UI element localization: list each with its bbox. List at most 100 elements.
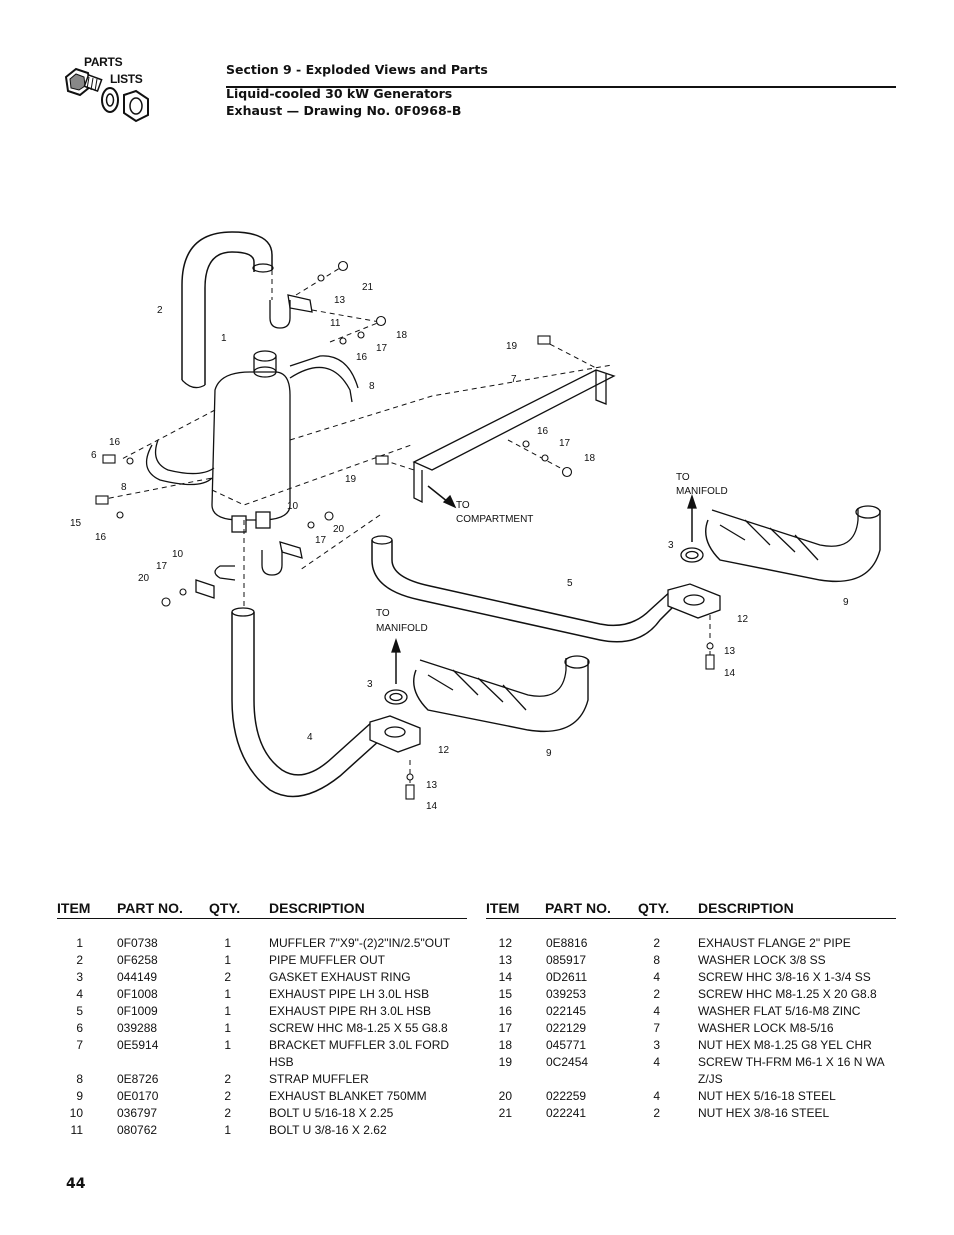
qty-cell: 2	[224, 970, 231, 984]
part-no-cell: 022259	[546, 1089, 587, 1103]
qty-cell: 4	[653, 1055, 660, 1069]
qty-cell: 2	[653, 987, 660, 1001]
callout-16-low: 16	[95, 532, 107, 543]
to-manifold-left-2: MANIFOLD	[376, 623, 428, 634]
description-cell: SCREW HHC M8-1.25 X 55 G8.8	[269, 1021, 448, 1035]
drawing-number: Exhaust — Drawing No. 0F0968-B	[226, 103, 462, 118]
table-header: ITEM PART NO. QTY. DESCRIPTION	[486, 900, 896, 919]
callout-13-left: 13	[426, 780, 438, 791]
description-cell: WASHER LOCK M8-5/16	[698, 1021, 834, 1035]
description-cell: EXHAUST BLANKET 750MM	[269, 1089, 427, 1103]
callout-17-low: 17	[315, 535, 327, 546]
item-cell: 6	[76, 1021, 83, 1035]
to-manifold-left-1: TO	[376, 608, 390, 619]
description-cell: GASKET EXHAUST RING	[269, 970, 411, 984]
callout-20-left: 20	[138, 573, 150, 584]
callout-8-left: 8	[121, 482, 127, 493]
callout-10-left: 10	[172, 549, 184, 560]
header-qty: QTY.	[638, 900, 670, 916]
header-part-no: PART NO.	[117, 900, 183, 916]
table-row: 1 0F0738 1 MUFFLER 7"X9"-(2)2"IN/2.5"OUT	[57, 935, 467, 952]
qty-cell: 1	[224, 1004, 231, 1018]
description-cell: SCREW HHC M8-1.25 X 20 G8.8	[698, 987, 877, 1001]
to-manifold-right-1: TO	[676, 472, 690, 483]
parts-table-left: ITEM PART NO. QTY. DESCRIPTION 1 0F0738 1 M…	[57, 900, 467, 1139]
callout-2: 2	[157, 305, 163, 316]
part-no-cell: 039253	[546, 987, 587, 1001]
description-cell: PIPE MUFFLER OUT	[269, 953, 386, 967]
item-cell: 1	[76, 936, 83, 950]
item-cell: 17	[498, 1021, 512, 1035]
qty-cell: 2	[224, 1106, 231, 1120]
qty-cell: 4	[653, 970, 660, 984]
part-no-cell: 0F1008	[117, 987, 158, 1001]
item-cell: 5	[76, 1004, 83, 1018]
part-no-cell: 022145	[546, 1004, 587, 1018]
callout-17-mid: 17	[559, 438, 571, 449]
callout-9-left: 9	[546, 748, 552, 759]
callout-19-mid: 19	[345, 474, 357, 485]
item-cell: 2	[76, 953, 83, 967]
callout-12-right: 12	[737, 614, 749, 625]
header-description: DESCRIPTION	[269, 900, 365, 916]
page-number: 44	[66, 1176, 86, 1192]
callout-16-top: 16	[356, 352, 368, 363]
table-row: 5 0F1009 1 EXHAUST PIPE RH 3.0L HSB	[57, 1003, 467, 1020]
callout-1: 1	[221, 333, 227, 344]
qty-cell: 1	[224, 1123, 231, 1137]
item-cell: 7	[76, 1038, 83, 1052]
qty-cell: 1	[224, 1038, 231, 1052]
part-no-cell: 022129	[546, 1021, 587, 1035]
part-no-cell: 0F0738	[117, 936, 158, 950]
callout-10-mid: 10	[287, 501, 299, 512]
description-cell: BRACKET MUFFLER 3.0L FORD HSB	[269, 1038, 450, 1069]
part-no-cell: 0F1009	[117, 1004, 158, 1018]
callout-18-mid: 18	[584, 453, 596, 464]
callout-17-top: 17	[376, 343, 388, 354]
logo-lists-text: LISTS	[110, 72, 143, 86]
description-cell: MUFFLER 7"X9"-(2)2"IN/2.5"OUT	[269, 936, 451, 950]
qty-cell: 2	[653, 936, 660, 950]
item-cell: 11	[70, 1123, 83, 1137]
description-cell: EXHAUST FLANGE 2" PIPE	[698, 936, 851, 950]
header-description: DESCRIPTION	[698, 900, 794, 916]
qty-cell: 3	[653, 1038, 660, 1052]
callout-12-left: 12	[438, 745, 450, 756]
description-cell: EXHAUST PIPE RH 3.0L HSB	[269, 1004, 432, 1018]
qty-cell: 8	[653, 953, 660, 967]
description-cell: WASHER LOCK 3/8 SS	[698, 953, 826, 967]
item-cell: 13	[498, 953, 512, 967]
item-cell: 10	[69, 1106, 83, 1120]
callout-7: 7	[511, 374, 517, 385]
qty-cell: 1	[224, 936, 231, 950]
part-no-cell: 080762	[117, 1123, 158, 1137]
description-cell: SCREW TH-FRM M6-1 X 16 N WA Z/JS	[698, 1055, 885, 1086]
part-no-cell: 0E8726	[117, 1072, 159, 1086]
description-cell: NUT HEX 5/16-18 STEEL	[698, 1089, 836, 1103]
callout-13: 13	[334, 295, 346, 306]
header-item: ITEM	[57, 900, 91, 916]
callout-14-left: 14	[426, 801, 438, 812]
callout-16-mid: 16	[537, 426, 549, 437]
callout-16-left: 16	[109, 437, 121, 448]
qty-cell: 2	[224, 1089, 231, 1103]
header-qty: QTY.	[209, 900, 241, 916]
description-cell: NUT HEX 3/8-16 STEEL	[698, 1106, 830, 1120]
item-cell: 8	[76, 1072, 83, 1086]
exploded-view-drawing: 21 13 2 11 18 1 17 16 19 7 8 16 16 17 6 …	[70, 231, 881, 812]
to-compartment-2: COMPARTMENT	[456, 514, 533, 525]
part-no-cell: 036797	[117, 1106, 158, 1120]
